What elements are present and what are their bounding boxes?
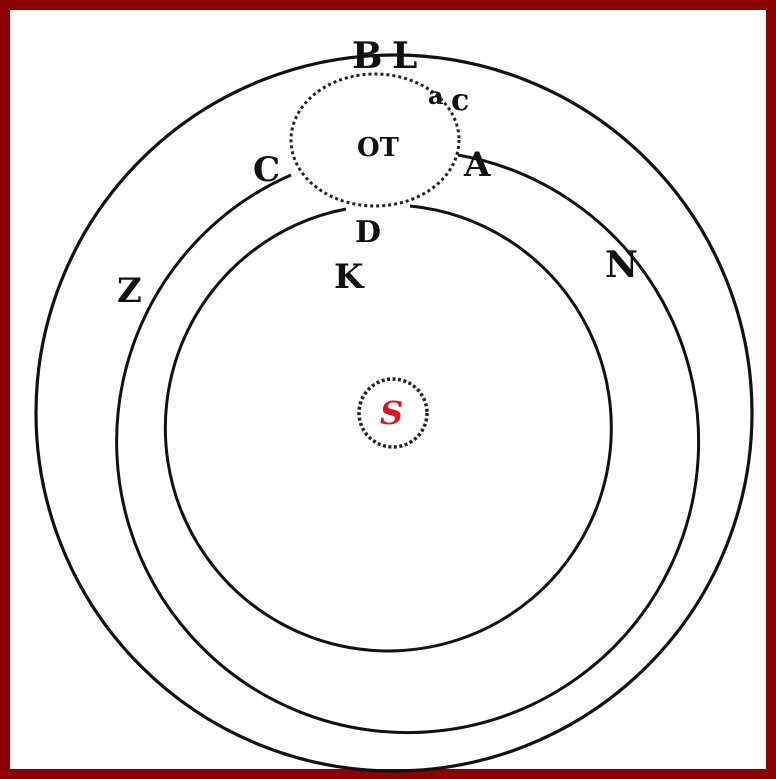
diagram-paper bbox=[10, 10, 766, 769]
middle-orbit-arc bbox=[115, 153, 701, 735]
label-L: L bbox=[392, 35, 417, 77]
label-OT: OT bbox=[357, 133, 400, 163]
label-S-sun: S bbox=[380, 394, 403, 432]
label-D: D bbox=[355, 215, 381, 250]
label-a-small: a bbox=[428, 81, 444, 110]
dotted-epicycle-circle bbox=[289, 72, 461, 208]
inner-orbit-arc bbox=[163, 204, 613, 653]
sun-dotted-circle bbox=[357, 377, 429, 449]
label-A: A bbox=[463, 145, 491, 185]
label-Z: Z bbox=[117, 271, 142, 311]
label-c-small: c bbox=[451, 83, 469, 118]
label-N: N bbox=[605, 244, 638, 286]
label-B: B bbox=[352, 35, 382, 77]
label-C: C bbox=[253, 150, 280, 190]
outer-orbit-circle bbox=[34, 53, 754, 773]
label-K: K bbox=[334, 257, 365, 297]
